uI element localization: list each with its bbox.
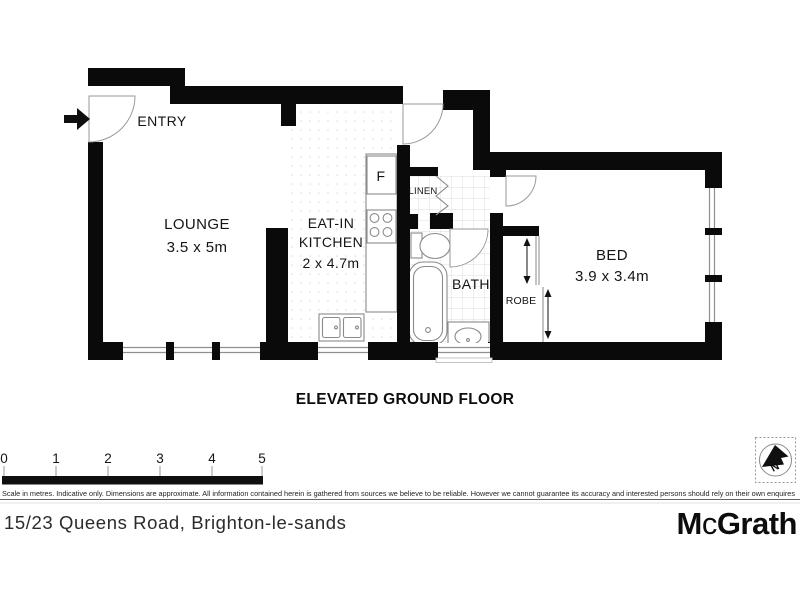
bedroom-door-arc xyxy=(505,175,537,207)
bath-label: BATH xyxy=(452,276,490,292)
scale-bar-rule xyxy=(2,476,263,485)
scale-bar: 0 1 2 3 4 5 xyxy=(0,451,266,485)
logo-m: M xyxy=(676,506,701,541)
windows xyxy=(123,188,722,363)
window xyxy=(705,188,722,228)
entry-door-arc xyxy=(88,95,136,143)
window xyxy=(220,343,260,359)
bathroom-door-arc xyxy=(449,228,489,268)
lounge-dimensions: 3.5 x 5m xyxy=(167,239,228,256)
doors xyxy=(88,95,537,268)
toilet-icon xyxy=(419,232,451,260)
kitchen-label-line2: KITCHEN xyxy=(299,234,363,250)
sink-icon xyxy=(318,313,365,342)
bed-label: BED xyxy=(596,247,628,264)
fridge-label: F xyxy=(377,168,386,184)
window xyxy=(318,343,368,359)
disclaimer-strip: Scale in metres. Indicative only. Dimens… xyxy=(0,489,800,504)
window xyxy=(705,282,722,322)
mcgrath-logo: McGrath xyxy=(676,506,797,541)
kitchen-dimensions: 2 x 4.7m xyxy=(303,255,360,271)
kitchen-fixtures xyxy=(318,153,398,342)
entry-arrow-icon xyxy=(64,108,90,130)
property-address: 15/23 Queens Road, Brighton-le-sands xyxy=(4,512,346,533)
linen-bifold-door xyxy=(435,175,449,216)
lounge-label: LOUNGE xyxy=(164,216,230,233)
walls xyxy=(88,68,722,360)
floor-title: ELEVATED GROUND FLOOR xyxy=(296,391,514,408)
window xyxy=(174,343,212,359)
window xyxy=(705,235,722,275)
entry-label: ENTRY xyxy=(137,113,186,129)
disclaimer-text: Scale in metres. Indicative only. Dimens… xyxy=(2,489,795,498)
room-labels: ENTRY LOUNGE 3.5 x 5m EAT-IN KITCHEN 2 x… xyxy=(137,113,649,307)
robe-sliding-doors xyxy=(523,236,552,342)
vanity-basin-icon xyxy=(454,327,482,346)
fridge-box xyxy=(366,155,397,195)
window xyxy=(123,343,166,359)
scale-label: 3 xyxy=(156,451,164,466)
footer: 15/23 Queens Road, Brighton-le-sands McG… xyxy=(4,506,798,541)
window xyxy=(435,343,493,363)
north-compass-icon: N xyxy=(755,437,796,483)
linen-label: LINEN xyxy=(409,186,438,197)
slide-arrow-icon xyxy=(544,289,552,339)
logo-rest: Grath xyxy=(717,506,797,541)
logo-c: c xyxy=(702,506,717,541)
scale-label: 5 xyxy=(258,451,266,466)
scale-label: 0 xyxy=(0,451,8,466)
scale-label: 2 xyxy=(104,451,112,466)
slide-arrow-icon xyxy=(523,238,531,284)
kitchen-label-line1: EAT-IN xyxy=(308,215,354,231)
hall-door-arc xyxy=(402,103,444,145)
robe-label: ROBE xyxy=(506,295,537,307)
bed-dimensions: 3.9 x 3.4m xyxy=(575,268,649,285)
scale-label: 1 xyxy=(52,451,60,466)
scale-label: 4 xyxy=(208,451,216,466)
